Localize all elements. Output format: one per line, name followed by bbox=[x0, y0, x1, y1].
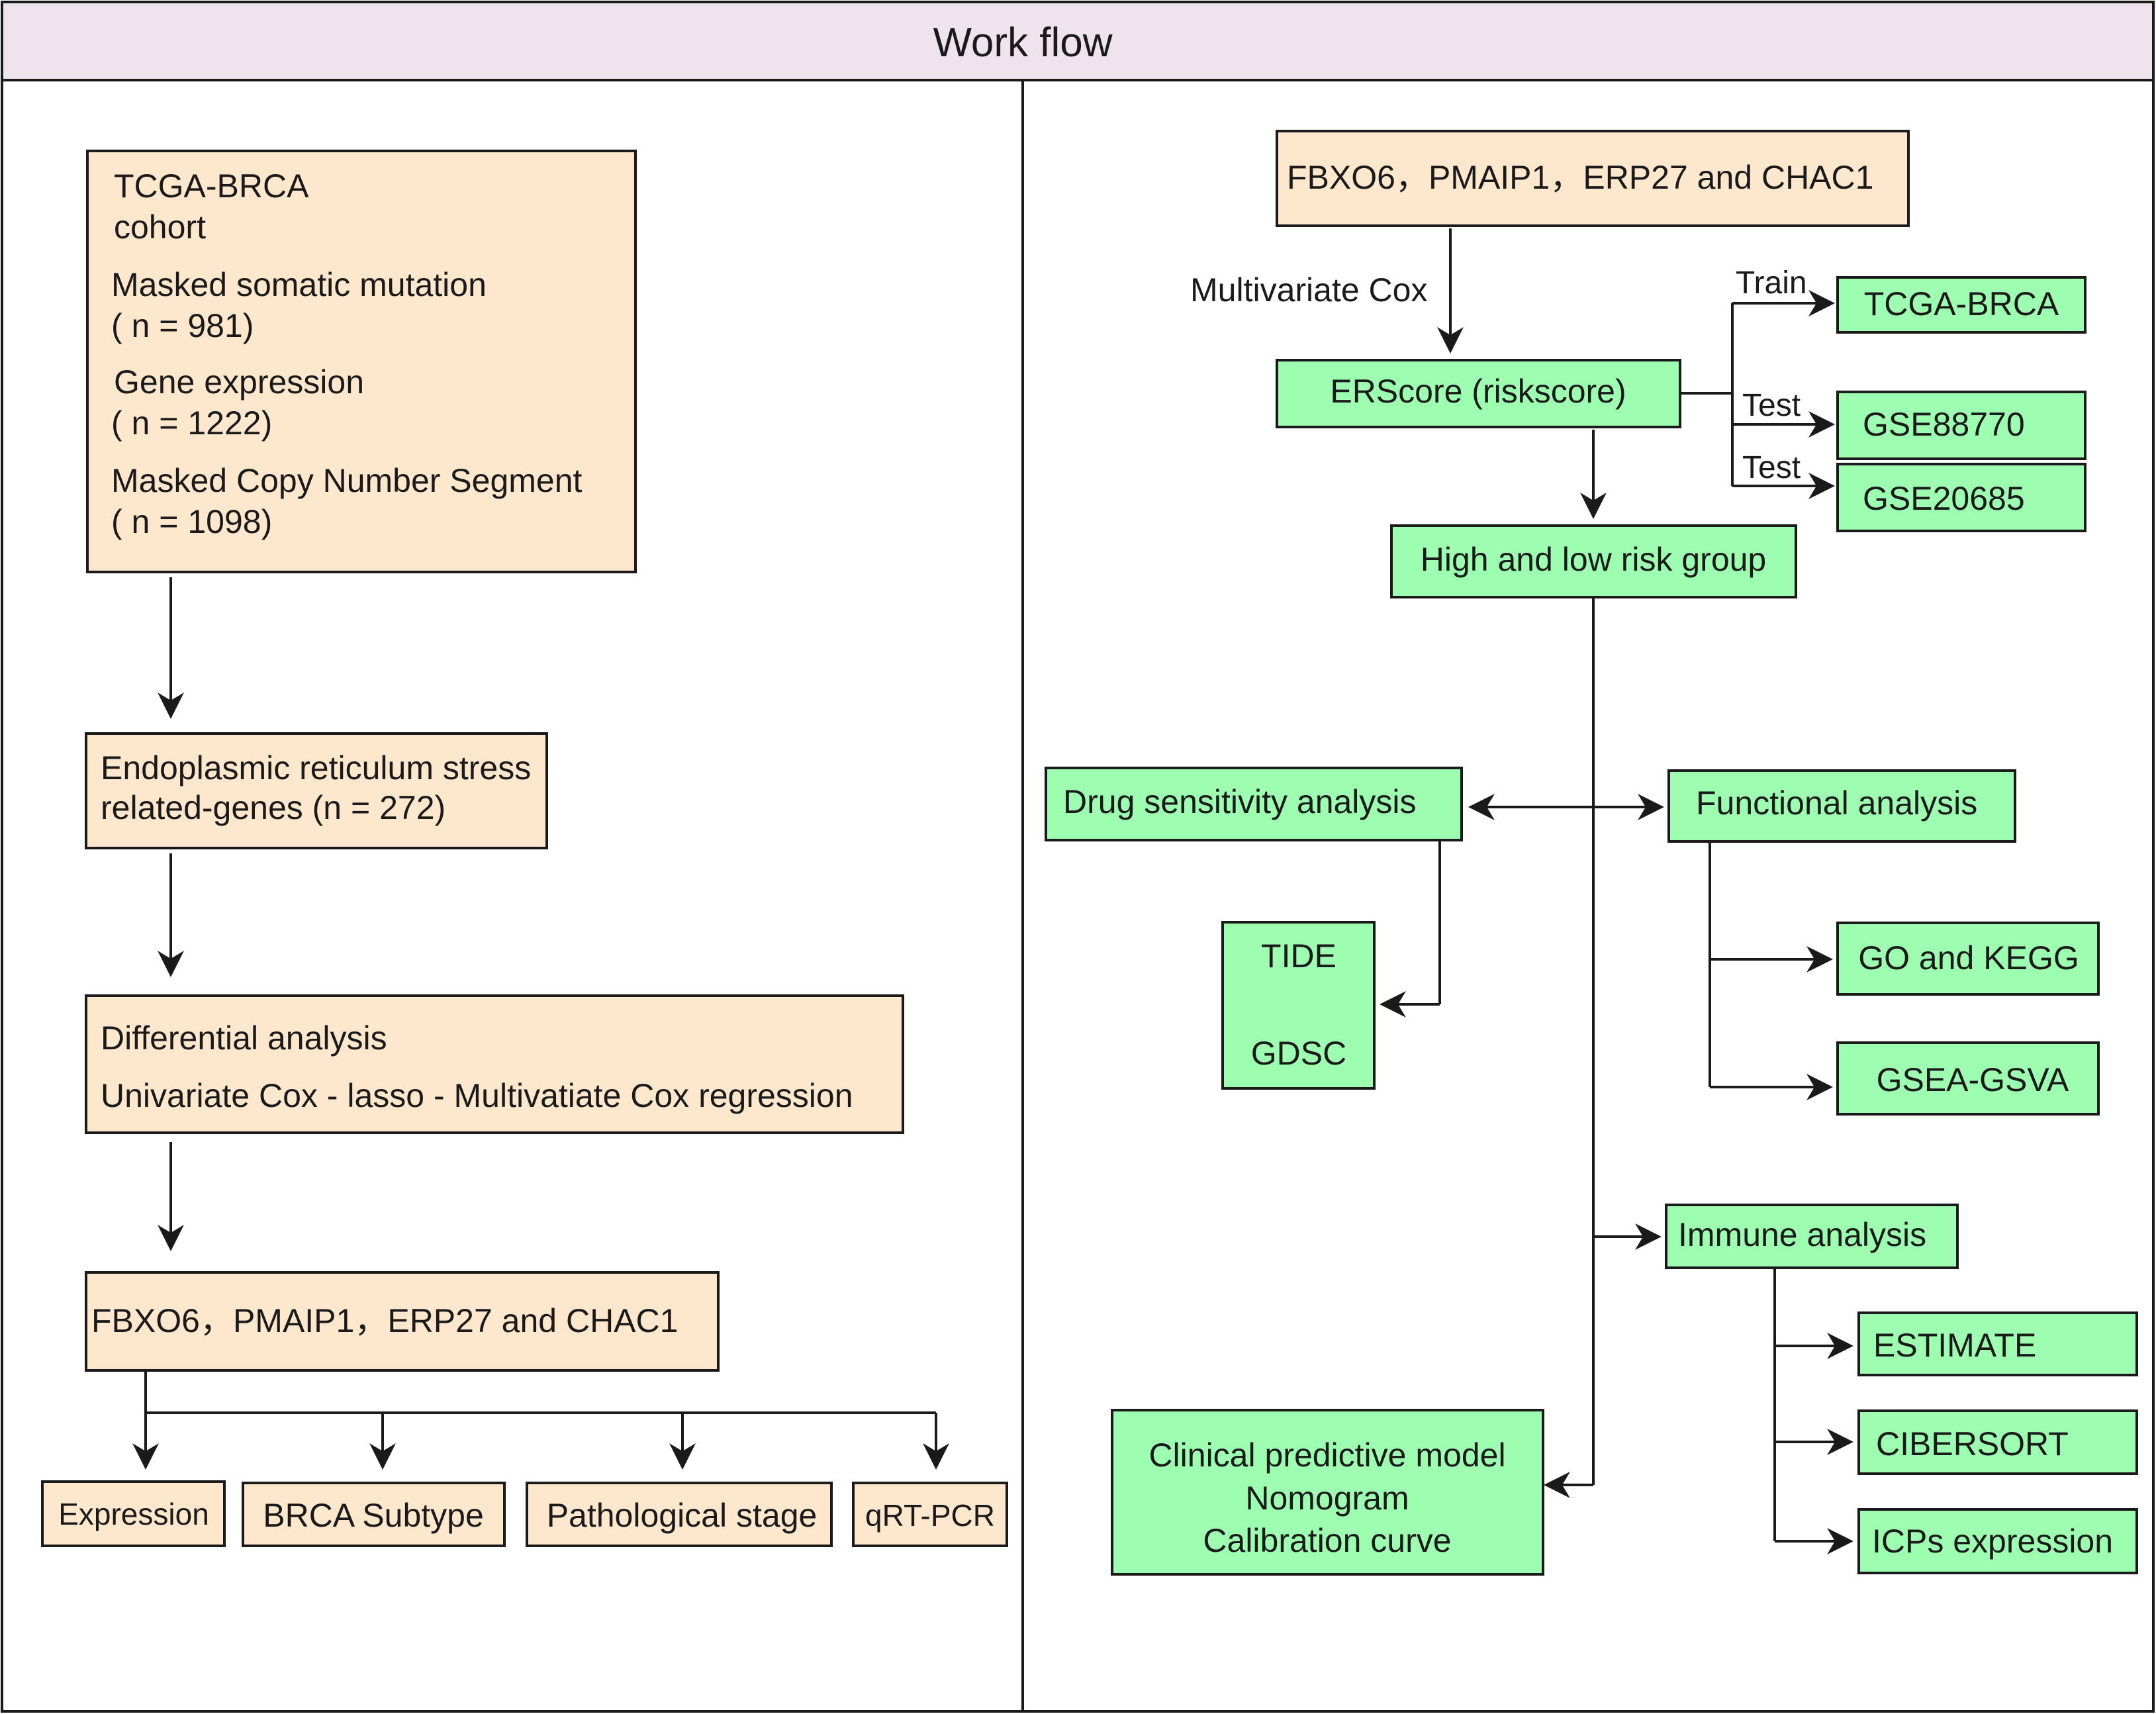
title-band bbox=[1, 1, 2155, 81]
signature-box bbox=[1276, 130, 1910, 227]
er-genes-box bbox=[85, 732, 548, 849]
analysis-line1: Differential analysis bbox=[101, 1020, 387, 1057]
right-panel: FBXO6，PMAIP1，ERP27 and CHAC1 Multivariat… bbox=[1045, 130, 2138, 1576]
dataset-label: GSE20685 bbox=[1863, 480, 2025, 517]
cibersort-box bbox=[1857, 1409, 2138, 1475]
cohort-title-line2: cohort bbox=[114, 209, 206, 246]
output-label: qRT-PCR bbox=[865, 1498, 995, 1533]
estimate-box bbox=[1857, 1311, 2138, 1376]
output-box-qrtpcr bbox=[852, 1482, 1008, 1547]
tool-label: GDSC bbox=[1251, 1035, 1346, 1072]
output-label: BRCA Subtype bbox=[263, 1497, 484, 1534]
cohort-item-count: ( n = 1098) bbox=[111, 503, 272, 540]
er-genes-line1: Endoplasmic reticulum stress bbox=[101, 749, 531, 786]
diagram-title: Work flow bbox=[933, 20, 1112, 66]
dataset-box-gse20685 bbox=[1836, 463, 2086, 532]
clinical-label: Nomogram bbox=[1245, 1480, 1409, 1517]
tool-label: TIDE bbox=[1261, 937, 1336, 975]
analysis-box bbox=[85, 994, 904, 1134]
output-box-stage bbox=[526, 1482, 833, 1547]
functional-child-label: GO and KEGG bbox=[1858, 939, 2079, 976]
output-box-expression bbox=[41, 1480, 226, 1547]
dataset-box-tcga bbox=[1836, 276, 2086, 334]
risk-group-label: High and low risk group bbox=[1421, 541, 1767, 578]
functional-box bbox=[1667, 769, 2016, 843]
immune-box bbox=[1665, 1204, 1959, 1269]
cohort-item-count: ( n = 1222) bbox=[111, 405, 272, 442]
signature-box bbox=[85, 1271, 720, 1372]
functional-child-label: GSEA-GSVA bbox=[1877, 1061, 2069, 1098]
signature-label: FBXO6，PMAIP1，ERP27 and CHAC1 bbox=[91, 1302, 678, 1339]
immune-child-label: ICPs expression bbox=[1872, 1523, 2113, 1560]
cohort-item-label: Masked somatic mutation bbox=[111, 266, 487, 303]
clinical-label: Clinical predictive model bbox=[1148, 1437, 1505, 1474]
output-box-subtype bbox=[242, 1482, 506, 1547]
edge-label-test: Test bbox=[1742, 450, 1801, 485]
cohort-item-label: Masked Copy Number Segment bbox=[111, 462, 583, 499]
cohort-item-count: ( n = 981) bbox=[111, 307, 254, 344]
cohort-title-line1: TCGA-BRCA bbox=[114, 167, 309, 205]
er-genes-line2: related-genes (n = 272) bbox=[101, 789, 445, 826]
edge-label-test: Test bbox=[1742, 388, 1801, 423]
immune-child-label: CIBERSORT bbox=[1876, 1425, 2069, 1462]
cohort-item-label: Gene expression bbox=[114, 363, 364, 401]
dataset-label: GSE88770 bbox=[1863, 406, 2025, 443]
output-label: Expression bbox=[58, 1497, 209, 1531]
edge-label-train: Train bbox=[1736, 265, 1807, 301]
erscore-label: ERScore (riskscore) bbox=[1330, 373, 1626, 410]
functional-label: Functional analysis bbox=[1696, 785, 1977, 822]
signature-label: FBXO6，PMAIP1，ERP27 and CHAC1 bbox=[1287, 159, 1873, 196]
edge-label-multivariate: Multivariate Cox bbox=[1190, 271, 1427, 309]
clinical-box bbox=[1111, 1409, 1544, 1576]
risk-group-box bbox=[1390, 524, 1797, 598]
drug-box bbox=[1045, 767, 1463, 841]
output-label: Pathological stage bbox=[547, 1497, 818, 1534]
icps-box bbox=[1857, 1508, 2138, 1574]
clinical-label: Calibration curve bbox=[1203, 1522, 1451, 1559]
dataset-label: TCGA-BRCA bbox=[1864, 285, 2059, 322]
go-kegg-box bbox=[1836, 922, 2100, 996]
drug-label: Drug sensitivity analysis bbox=[1063, 783, 1417, 820]
immune-label: Immune analysis bbox=[1678, 1216, 1926, 1253]
left-panel: TCGA-BRCA cohort Masked somatic mutation… bbox=[41, 150, 1008, 1547]
tools-box bbox=[1221, 921, 1376, 1090]
gsea-gsva-box bbox=[1836, 1041, 2100, 1116]
dataset-box-gse88770 bbox=[1836, 391, 2086, 460]
analysis-line2: Univariate Cox - lasso - Multivatiate Co… bbox=[101, 1077, 853, 1114]
immune-child-label: ESTIMATE bbox=[1873, 1327, 2036, 1364]
cohort-box bbox=[86, 150, 637, 573]
